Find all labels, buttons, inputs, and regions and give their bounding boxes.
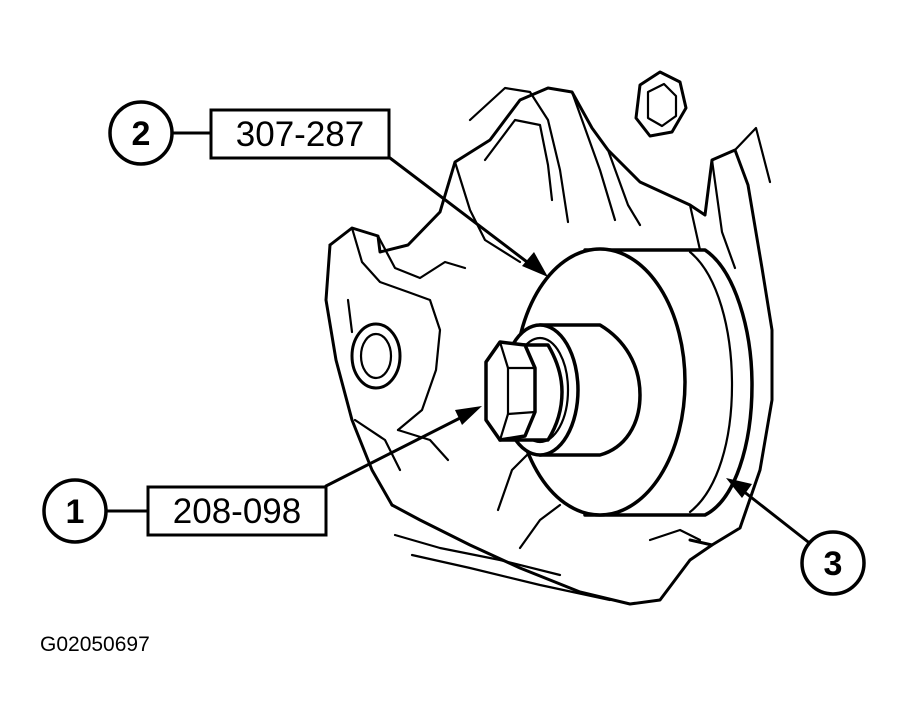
arrowhead-callout-2 [522,252,548,277]
callout-1: 1 208-098 [42,478,328,544]
tool-label-box-2 [209,108,391,160]
callout-2-number: 2 [132,115,151,153]
tool-number-307-287: 307-287 [236,115,364,154]
callout-3-number: 3 [824,545,843,583]
forcing-screw-hex-bolt [484,340,564,442]
leader-lines [104,131,814,547]
arrowhead-callout-3 [726,478,752,498]
callout-2: 2 307-287 [108,100,391,166]
callout-3: 3 [800,530,866,596]
tool-number-208-098: 208-098 [173,492,301,531]
callout-1-circle [42,478,108,544]
engine-front-cover-illustration [324,70,774,606]
callout-3-circle [800,530,866,596]
arrowhead-callout-1 [455,406,482,425]
callout-1-number: 1 [66,493,85,531]
tool-label-box-1 [146,485,328,537]
callout-2-circle [108,100,174,166]
figure-id: G02050697 [40,633,150,656]
